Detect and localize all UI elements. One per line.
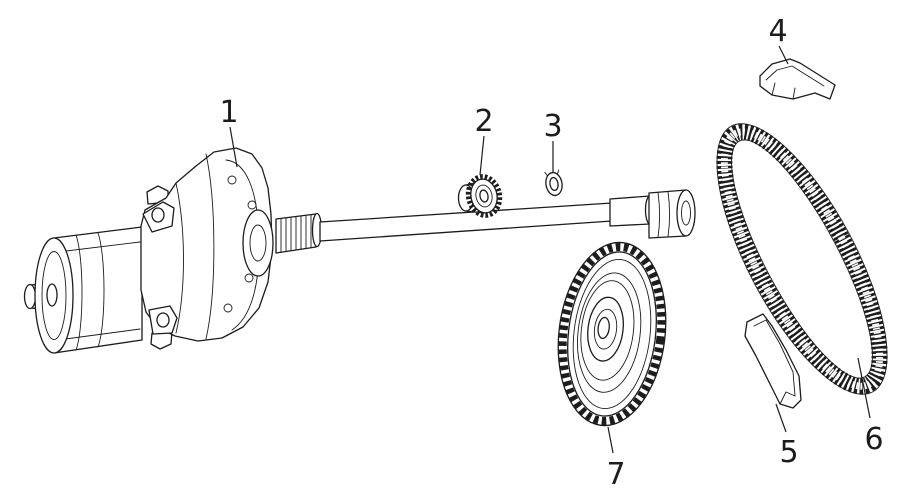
callout-layer: 1 2 3 4 5 6 7 bbox=[219, 14, 883, 492]
drive-chain-drawing bbox=[716, 123, 888, 395]
gear-housing-drawing bbox=[140, 147, 274, 350]
part-number-2-pinion-gear: 2 bbox=[474, 104, 493, 139]
callout-line-drive-chain bbox=[857, 357, 871, 419]
pinion-gear-drawing bbox=[457, 174, 503, 218]
callout-line-starter-motor bbox=[229, 126, 238, 168]
part-number-7-driven-sprocket: 7 bbox=[606, 457, 625, 492]
callout-line-driven-sprocket bbox=[607, 426, 614, 454]
callout-line-chain-tensioner-guide bbox=[775, 403, 787, 433]
chain-tensioner-guide-drawing bbox=[744, 313, 802, 409]
driven-sprocket-drawing bbox=[557, 241, 667, 427]
part-number-4-chain-guide-bracket: 4 bbox=[768, 14, 787, 49]
part-number-1-starter-motor: 1 bbox=[219, 95, 238, 130]
part-number-5-chain-tensioner-guide: 5 bbox=[779, 435, 798, 470]
chain-guide-bracket-drawing bbox=[759, 58, 836, 100]
callout-line-chain-guide-bracket bbox=[778, 45, 789, 65]
starter-motor-drawing bbox=[23, 226, 143, 354]
callout-line-pinion-gear bbox=[479, 135, 485, 176]
part-number-3-retainer-washer: 3 bbox=[543, 109, 562, 144]
part-number-6-drive-chain: 6 bbox=[864, 422, 883, 457]
drive-shaft-drawing bbox=[275, 189, 696, 254]
retainer-washer-drawing bbox=[544, 169, 563, 197]
